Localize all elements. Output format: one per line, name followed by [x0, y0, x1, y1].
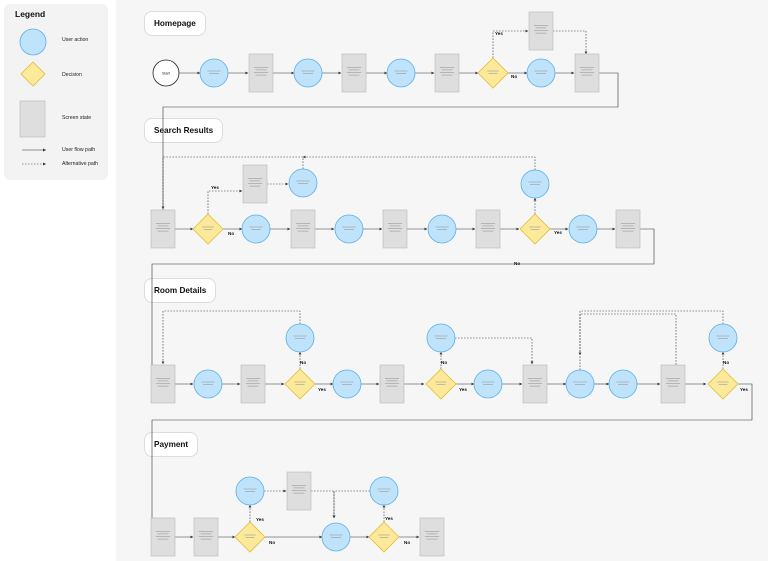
branch-label-yes: Yes — [256, 517, 264, 522]
screen-state-node-35[interactable] — [522, 364, 548, 404]
alternative-path — [161, 310, 301, 365]
user-action-node-17[interactable] — [334, 214, 364, 244]
alternative-path — [161, 156, 304, 210]
branch-label-no: No — [300, 360, 306, 365]
alternative-path — [579, 313, 678, 371]
user-action-node-9[interactable] — [526, 58, 556, 88]
screen-state-node-10[interactable] — [574, 53, 600, 93]
user-action-node-15[interactable] — [241, 214, 271, 244]
branch-label-yes: Yes — [740, 387, 748, 392]
flow-path — [150, 383, 753, 533]
user-action-node-46[interactable] — [321, 522, 351, 552]
alternative-path — [492, 29, 529, 58]
alternative-path — [302, 155, 536, 170]
user-action-node-5[interactable] — [386, 58, 416, 88]
screen-state-node-18[interactable] — [382, 209, 408, 249]
section-title-homepage: Homepage — [144, 11, 206, 36]
legend-label-decision: Decision — [62, 72, 82, 78]
branch-label-no: No — [511, 74, 517, 79]
screen-state-node-13[interactable] — [242, 164, 268, 204]
branch-label-no: No — [228, 231, 234, 236]
user-action-node-1[interactable] — [199, 58, 229, 88]
branch-label-yes: Yes — [211, 185, 219, 190]
branch-label-yes: Yes — [495, 31, 503, 36]
section-title-payment: Payment — [144, 432, 199, 457]
user-action-node-40[interactable] — [708, 323, 738, 353]
legend-user-action-swatch — [19, 28, 47, 56]
alternative-path — [455, 337, 534, 365]
flow-canvas[interactable]: Homepage Search Results Room Details Pay… — [116, 0, 768, 561]
decision-node-39[interactable] — [707, 368, 739, 400]
legend-label-user-action: User action — [62, 37, 89, 43]
user-action-node-3[interactable] — [293, 58, 323, 88]
decision-node-32[interactable] — [425, 368, 457, 400]
screen-state-node-41[interactable] — [150, 517, 176, 557]
user-action-node-48[interactable] — [369, 476, 399, 506]
screen-state-node-6[interactable] — [434, 53, 460, 93]
user-action-node-36[interactable] — [565, 369, 595, 399]
user-action-node-34[interactable] — [473, 369, 503, 399]
flow-diagram: StartYesNoYesNoNoYesNoYesNoYesNoYesYesNo… — [150, 11, 753, 557]
screen-state-node-11[interactable] — [150, 209, 176, 249]
user-action-node-14[interactable] — [288, 168, 318, 198]
alternative-path — [553, 30, 588, 55]
branch-label-yes: Yes — [385, 516, 393, 521]
legend-swatches — [19, 28, 47, 166]
branch-label-yes: Yes — [554, 230, 562, 235]
branch-label-no: No — [723, 360, 729, 365]
legend-decision-swatch — [20, 61, 46, 87]
screen-state-node-24[interactable] — [615, 209, 641, 249]
screen-state-node-2[interactable] — [248, 53, 274, 93]
decision-node-12[interactable] — [192, 213, 224, 245]
user-action-node-26[interactable] — [193, 369, 223, 399]
screen-state-node-38[interactable] — [660, 364, 686, 404]
screen-state-node-42[interactable] — [193, 517, 219, 557]
legend-label-screen-state: Screen state — [62, 115, 92, 121]
decision-node-7[interactable] — [477, 57, 509, 89]
alternative-path — [311, 490, 336, 519]
start-label: Start — [162, 72, 171, 76]
decision-node-47[interactable] — [368, 521, 400, 553]
screen-state-node-25[interactable] — [150, 364, 176, 404]
legend-panel: Legend User action Decision Screen state… — [4, 4, 108, 180]
screen-state-node-31[interactable] — [379, 364, 405, 404]
user-action-node-19[interactable] — [427, 214, 457, 244]
screen-state-node-4[interactable] — [341, 53, 367, 93]
user-action-node-29[interactable] — [285, 323, 315, 353]
branch-label-yes: Yes — [459, 387, 467, 392]
branch-label-no: No — [404, 540, 410, 545]
flow-path — [150, 228, 655, 384]
user-action-node-22[interactable] — [520, 169, 550, 199]
start-node[interactable]: Start — [152, 59, 180, 87]
legend-title: Legend — [15, 9, 46, 19]
user-action-node-30[interactable] — [332, 369, 362, 399]
legend-label-user-flow: User flow path — [62, 147, 96, 153]
screen-state-node-49[interactable] — [419, 517, 445, 557]
screen-state-node-45[interactable] — [286, 471, 312, 511]
legend-screen-swatch — [19, 100, 46, 138]
user-action-node-37[interactable] — [608, 369, 638, 399]
user-action-node-44[interactable] — [235, 476, 265, 506]
branch-label-no: No — [441, 360, 447, 365]
alternative-path — [207, 189, 243, 214]
decision-node-28[interactable] — [284, 368, 316, 400]
legend-label-alternative: Alternative path — [62, 161, 99, 167]
branch-label-no: No — [269, 540, 275, 545]
screen-state-node-16[interactable] — [290, 209, 316, 249]
user-action-node-23[interactable] — [568, 214, 598, 244]
decision-node-21[interactable] — [519, 213, 551, 245]
screen-state-node-20[interactable] — [475, 209, 501, 249]
alternative-path — [578, 310, 724, 356]
flow-path — [161, 72, 619, 224]
branch-label-yes: Yes — [318, 387, 326, 392]
section-title-room-details: Room Details — [144, 278, 217, 303]
section-title-search-results: Search Results — [144, 118, 224, 143]
alternative-path — [332, 490, 370, 519]
branch-label-no: No — [514, 261, 520, 266]
user-action-node-33[interactable] — [426, 323, 456, 353]
screen-state-node-8[interactable] — [528, 11, 554, 51]
screen-state-node-27[interactable] — [240, 364, 266, 404]
decision-node-43[interactable] — [234, 521, 266, 553]
